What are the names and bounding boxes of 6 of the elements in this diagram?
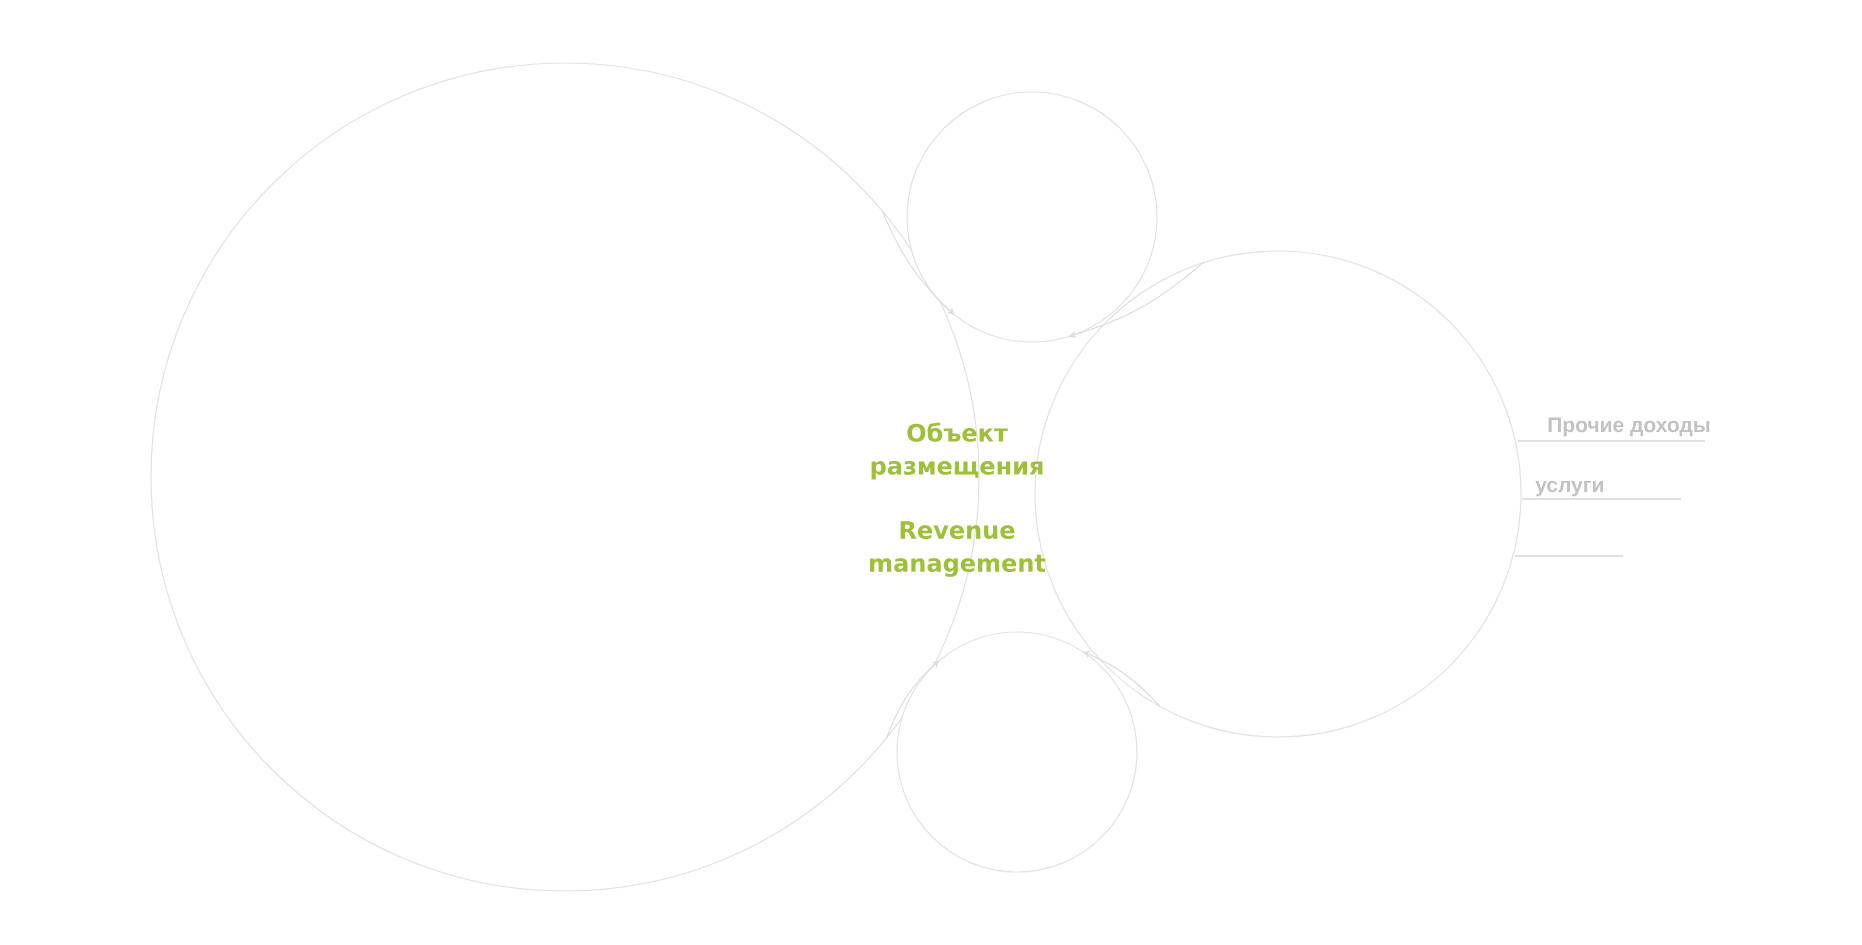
center-label: Revenue management: [870, 521, 1046, 577]
curved-arrow: [886, 660, 940, 739]
side-label: Прочие доходы: [1548, 417, 1710, 437]
circle: [906, 91, 1158, 343]
circle: [896, 631, 1138, 873]
center-label: Объект размещения: [871, 422, 1043, 480]
